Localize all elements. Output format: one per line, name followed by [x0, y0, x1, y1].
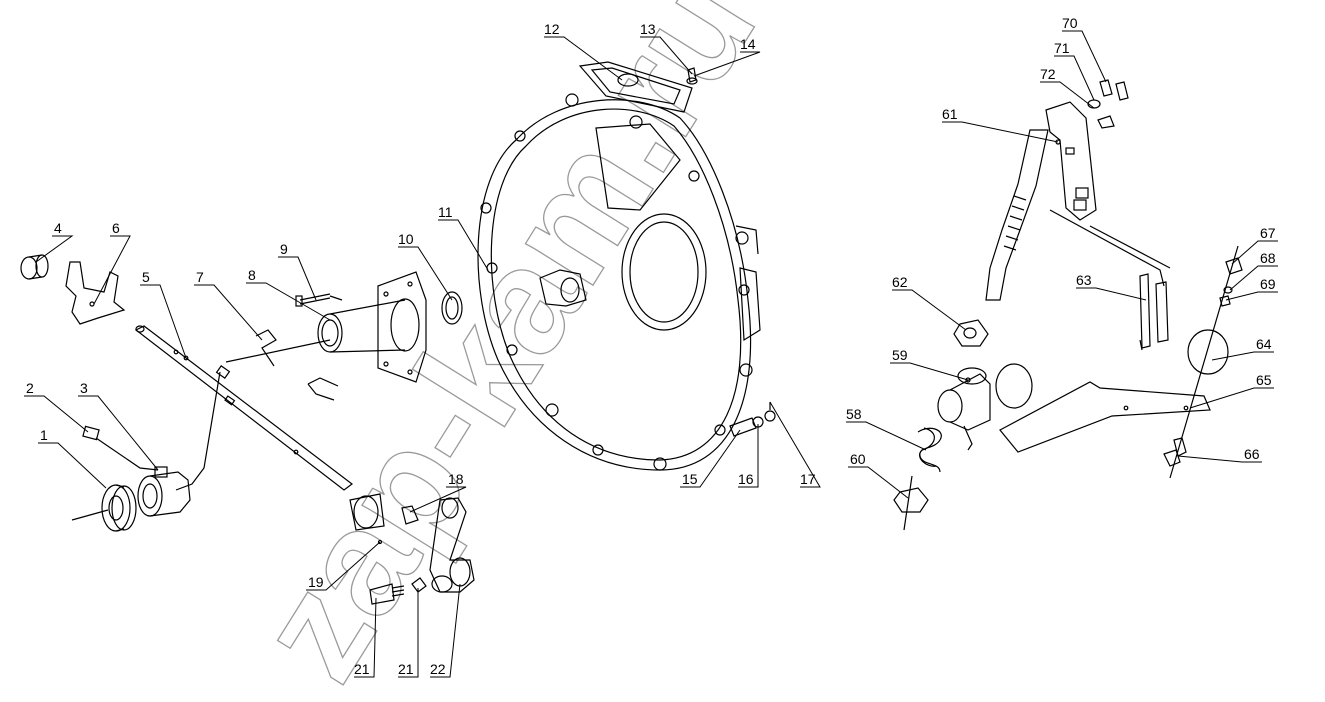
part-10-seal [441, 291, 463, 325]
callout-60: 60 [850, 451, 866, 467]
callout-10: 10 [398, 231, 414, 247]
callout-63: 63 [1076, 272, 1092, 288]
callout-58: 58 [846, 406, 862, 422]
part-6-fork [65, 261, 126, 325]
callout-3: 3 [80, 380, 88, 396]
callout-69: 69 [1260, 276, 1276, 292]
callout-59: 59 [892, 347, 908, 363]
part-11-clutch-housing [477, 93, 761, 471]
callout-9: 9 [280, 241, 288, 257]
callout-67: 67 [1260, 225, 1276, 241]
part-1-bearing [71, 484, 137, 532]
parts-drawing [20, 61, 1243, 605]
callout-11: 11 [438, 204, 453, 220]
part-8-tube [175, 271, 427, 491]
part-62-nut [953, 319, 989, 347]
callout-19: 19 [308, 574, 324, 590]
callout-17: 17 [800, 471, 816, 487]
part-59-sleeve [937, 367, 991, 451]
callout-64: 64 [1256, 336, 1272, 352]
callout-16: 16 [738, 471, 754, 487]
watermark: zap-kam.ru [224, 0, 787, 702]
callout-18: 18 [448, 471, 464, 487]
part-12-cover [578, 61, 693, 113]
svg-text:zap-kam.ru: zap-kam.ru [225, 0, 787, 697]
callout-22: 22 [430, 661, 446, 677]
part-60-nut [893, 475, 929, 531]
callout-70: 70 [1062, 15, 1078, 31]
part-15-17-fasteners [729, 402, 776, 437]
part-5-shaft [134, 325, 353, 491]
part-13-14-bolt [686, 67, 698, 85]
callout-21a: 21 [354, 661, 370, 677]
part-4-bushing [20, 254, 49, 280]
callout-5: 5 [142, 269, 150, 285]
callout-13: 13 [640, 21, 656, 37]
callout-1: 1 [40, 427, 48, 443]
callout-71: 71 [1054, 40, 1070, 56]
part-70-72-adjusters [1087, 79, 1129, 129]
part-61-splined-shaft [985, 101, 1097, 301]
callout-61: 61 [942, 106, 958, 122]
part-63-rod [1049, 209, 1171, 351]
callout-12: 12 [544, 21, 560, 37]
callout-7: 7 [196, 269, 204, 285]
callout-66: 66 [1244, 446, 1260, 462]
callout-68: 68 [1260, 250, 1276, 266]
callout-72: 72 [1040, 66, 1056, 82]
callout-8: 8 [248, 267, 256, 283]
callout-15: 15 [682, 471, 698, 487]
callout-4: 4 [54, 220, 62, 236]
part-2-3-release-bearing [82, 425, 191, 517]
part-58-spring [917, 427, 942, 473]
callout-21b: 21 [398, 661, 414, 677]
part-66-69-bolt [1163, 245, 1243, 479]
callout-14: 14 [740, 36, 756, 52]
callout-6: 6 [112, 220, 120, 236]
callout-leaders [24, 30, 1278, 678]
callout-62: 62 [892, 274, 908, 290]
callout-2: 2 [26, 380, 34, 396]
part-64-disc [995, 329, 1229, 409]
callout-65: 65 [1256, 372, 1272, 388]
callout-labels: 1 2 3 4 5 6 7 8 9 10 11 12 13 14 15 16 1… [26, 15, 1276, 677]
